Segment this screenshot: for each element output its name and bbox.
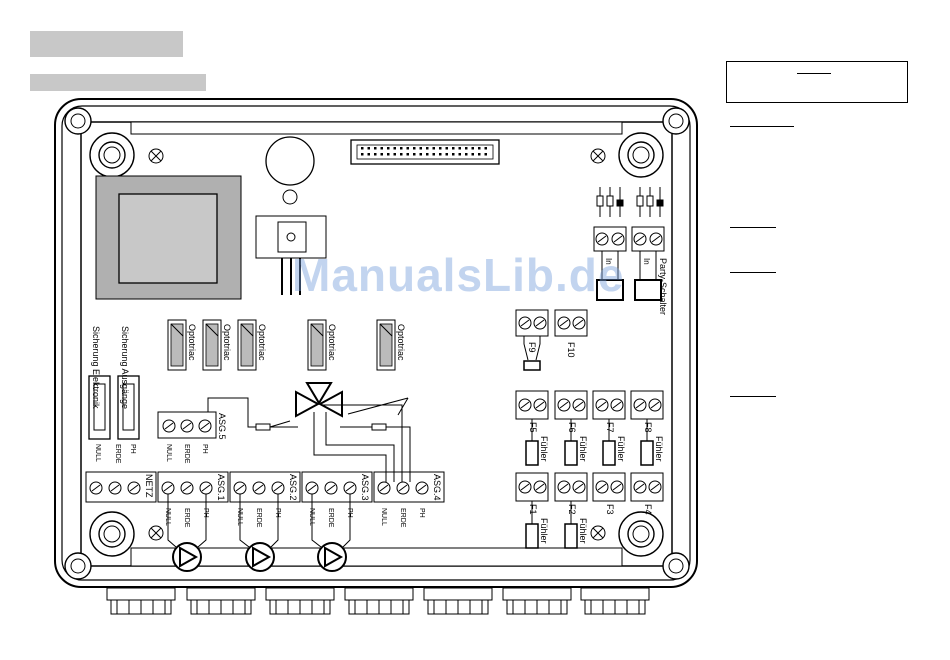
sensor-f4-label: F4 — [643, 504, 653, 515]
connector-pin — [458, 147, 461, 150]
asg2-label: ASG.2 — [288, 474, 298, 501]
asg4-label: ASG.4 — [432, 474, 442, 501]
connector-pin — [380, 153, 383, 156]
netz-label: NETZ — [144, 474, 154, 498]
watermark: ManualsLib.de — [292, 249, 625, 301]
connector-pin — [445, 153, 448, 156]
connector-pin — [432, 147, 435, 150]
fuse-electronics-label: Sicherung Elektronik — [91, 326, 101, 409]
connector-pin — [367, 147, 370, 150]
asg2-erde: ERDE — [255, 508, 262, 528]
connector-pin — [426, 153, 429, 156]
asg4-null: NULL — [380, 508, 387, 526]
connector-pin — [471, 147, 474, 150]
sensor-f7-fuehler: Fühler — [616, 436, 626, 462]
connector-pin — [374, 147, 377, 150]
connector-pin — [367, 153, 370, 156]
sensor-f9-label: F9 — [527, 342, 537, 353]
asg4-ph: PH — [418, 508, 425, 518]
connector-pin — [400, 153, 403, 156]
optotriac-label-2: Optotriac — [222, 324, 232, 361]
fuse-outputs-label: Sicherung Ausgänge — [120, 326, 130, 409]
connector-pin — [439, 147, 442, 150]
connector-pin — [465, 147, 468, 150]
legend-box — [726, 61, 908, 103]
fuse-null: NULL — [94, 444, 101, 462]
side-rule-1 — [730, 126, 794, 127]
connector-pin — [380, 147, 383, 150]
connector-pin — [400, 147, 403, 150]
connector-pin — [445, 147, 448, 150]
sensor-f7-label: F7 — [605, 422, 615, 433]
optotriac-label-4: Optotriac — [327, 324, 337, 361]
asg5-label: ASG.5 — [217, 413, 227, 440]
connector-pin — [452, 153, 455, 156]
sensor-f5-label: F5 — [528, 422, 538, 433]
sensor-f2-label: F2 — [567, 504, 577, 515]
connector-pin — [432, 153, 435, 156]
sensor-f1-label: F1 — [528, 504, 538, 515]
connector-pin — [471, 153, 474, 156]
header-bar-1 — [30, 31, 183, 57]
optotriac-label-1: Optotriac — [187, 324, 197, 361]
asg1-erde: ERDE — [183, 508, 190, 528]
connector-pin — [419, 153, 422, 156]
connector-pin — [484, 147, 487, 150]
sensor-f2-fuehler: Fühler — [578, 518, 588, 544]
sensor-f6-label: F6 — [567, 422, 577, 433]
connector-pin — [419, 147, 422, 150]
sensor-f8-label: F8 — [643, 422, 653, 433]
connector-pin — [361, 147, 364, 150]
asg5-ph: PH — [201, 444, 208, 454]
connector-pin — [387, 153, 390, 156]
sensor-f3-label: F3 — [605, 504, 615, 515]
connector-pin — [393, 147, 396, 150]
asg3-erde: ERDE — [327, 508, 334, 528]
connector-pin — [478, 153, 481, 156]
connector-pin — [406, 147, 409, 150]
party-switch-label: Party-Schalter — [658, 258, 668, 315]
connector-pin — [458, 153, 461, 156]
side-rule-3 — [730, 272, 776, 273]
connector-pin — [393, 153, 396, 156]
connector-pin — [406, 153, 409, 156]
fuse-ph: PH — [129, 444, 136, 454]
connector-pin — [413, 153, 416, 156]
side-rule-2 — [730, 227, 776, 228]
connector-pin — [387, 147, 390, 150]
connector-pin — [374, 153, 377, 156]
connector-pin — [484, 153, 487, 156]
connector-pin — [452, 147, 455, 150]
header-bar-2 — [30, 74, 206, 91]
legend-line — [797, 73, 831, 74]
asg3-label: ASG.3 — [360, 474, 370, 501]
asg5-null: NULL — [165, 444, 172, 462]
sensor-f8-fuehler: Fühler — [654, 436, 664, 462]
side-rule-4 — [730, 396, 776, 397]
optotriac-label-5: Optotriac — [396, 324, 406, 361]
optotriac-label-3: Optotriac — [257, 324, 267, 361]
sensor-f1-fuehler: Fühler — [539, 518, 549, 544]
asg5-erde: ERDE — [183, 444, 190, 464]
asg4-erde: ERDE — [399, 508, 406, 528]
fuse-erde: ERDE — [114, 444, 121, 464]
connector-pin — [478, 147, 481, 150]
sensor-f5-fuehler: Fühler — [539, 436, 549, 462]
connector-pin — [439, 153, 442, 156]
input-label-1: In — [604, 258, 613, 265]
sensor-f6-fuehler: Fühler — [578, 436, 588, 462]
asg1-label: ASG.1 — [216, 474, 226, 501]
input-label-2: In — [642, 258, 651, 265]
connector-pin — [426, 147, 429, 150]
connector-pin — [361, 153, 364, 156]
sensor-f10-label: F10 — [566, 342, 576, 358]
connector-pin — [413, 147, 416, 150]
connector-pin — [465, 153, 468, 156]
